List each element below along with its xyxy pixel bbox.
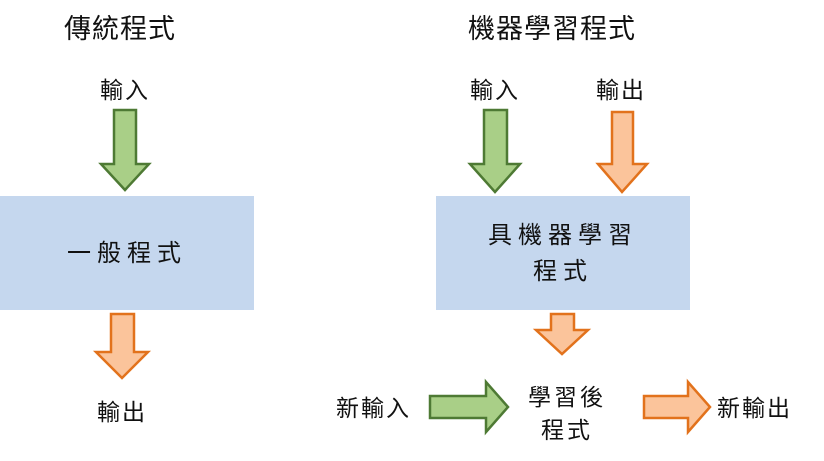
ml-program-box: 具機器學習 程式 (436, 196, 690, 310)
new-input-arrow (428, 378, 510, 436)
ml-program-label: 具機器學習 程式 (488, 217, 638, 289)
ml-output-arrow (595, 110, 650, 194)
ml-input-label: 輸入 (470, 78, 520, 104)
traditional-input-label: 輸入 (100, 78, 150, 104)
ml-program-label-line2: 程式 (533, 257, 593, 285)
ml-title: 機器學習程式 (468, 14, 636, 45)
traditional-title: 傳統程式 (64, 14, 176, 45)
ml-training-arrow (532, 312, 592, 356)
traditional-input-arrow (98, 108, 152, 192)
new-output-arrow (642, 378, 712, 436)
traditional-output-arrow (92, 312, 152, 380)
general-program-box: 一般程式 (0, 196, 254, 310)
ml-program-label-line1: 具機器學習 (488, 221, 638, 249)
trained-program-label: 學習後 程式 (528, 382, 606, 449)
trained-program-label-line1: 學習後 (528, 385, 606, 411)
new-output-label: 新輸出 (717, 396, 792, 422)
ml-output-label: 輸出 (596, 78, 646, 104)
ml-input-arrow (467, 108, 523, 194)
new-input-label: 新輸入 (336, 396, 411, 422)
trained-program-label-line2: 程式 (541, 418, 593, 445)
traditional-output-label: 輸出 (97, 400, 147, 426)
general-program-label: 一般程式 (67, 239, 187, 267)
